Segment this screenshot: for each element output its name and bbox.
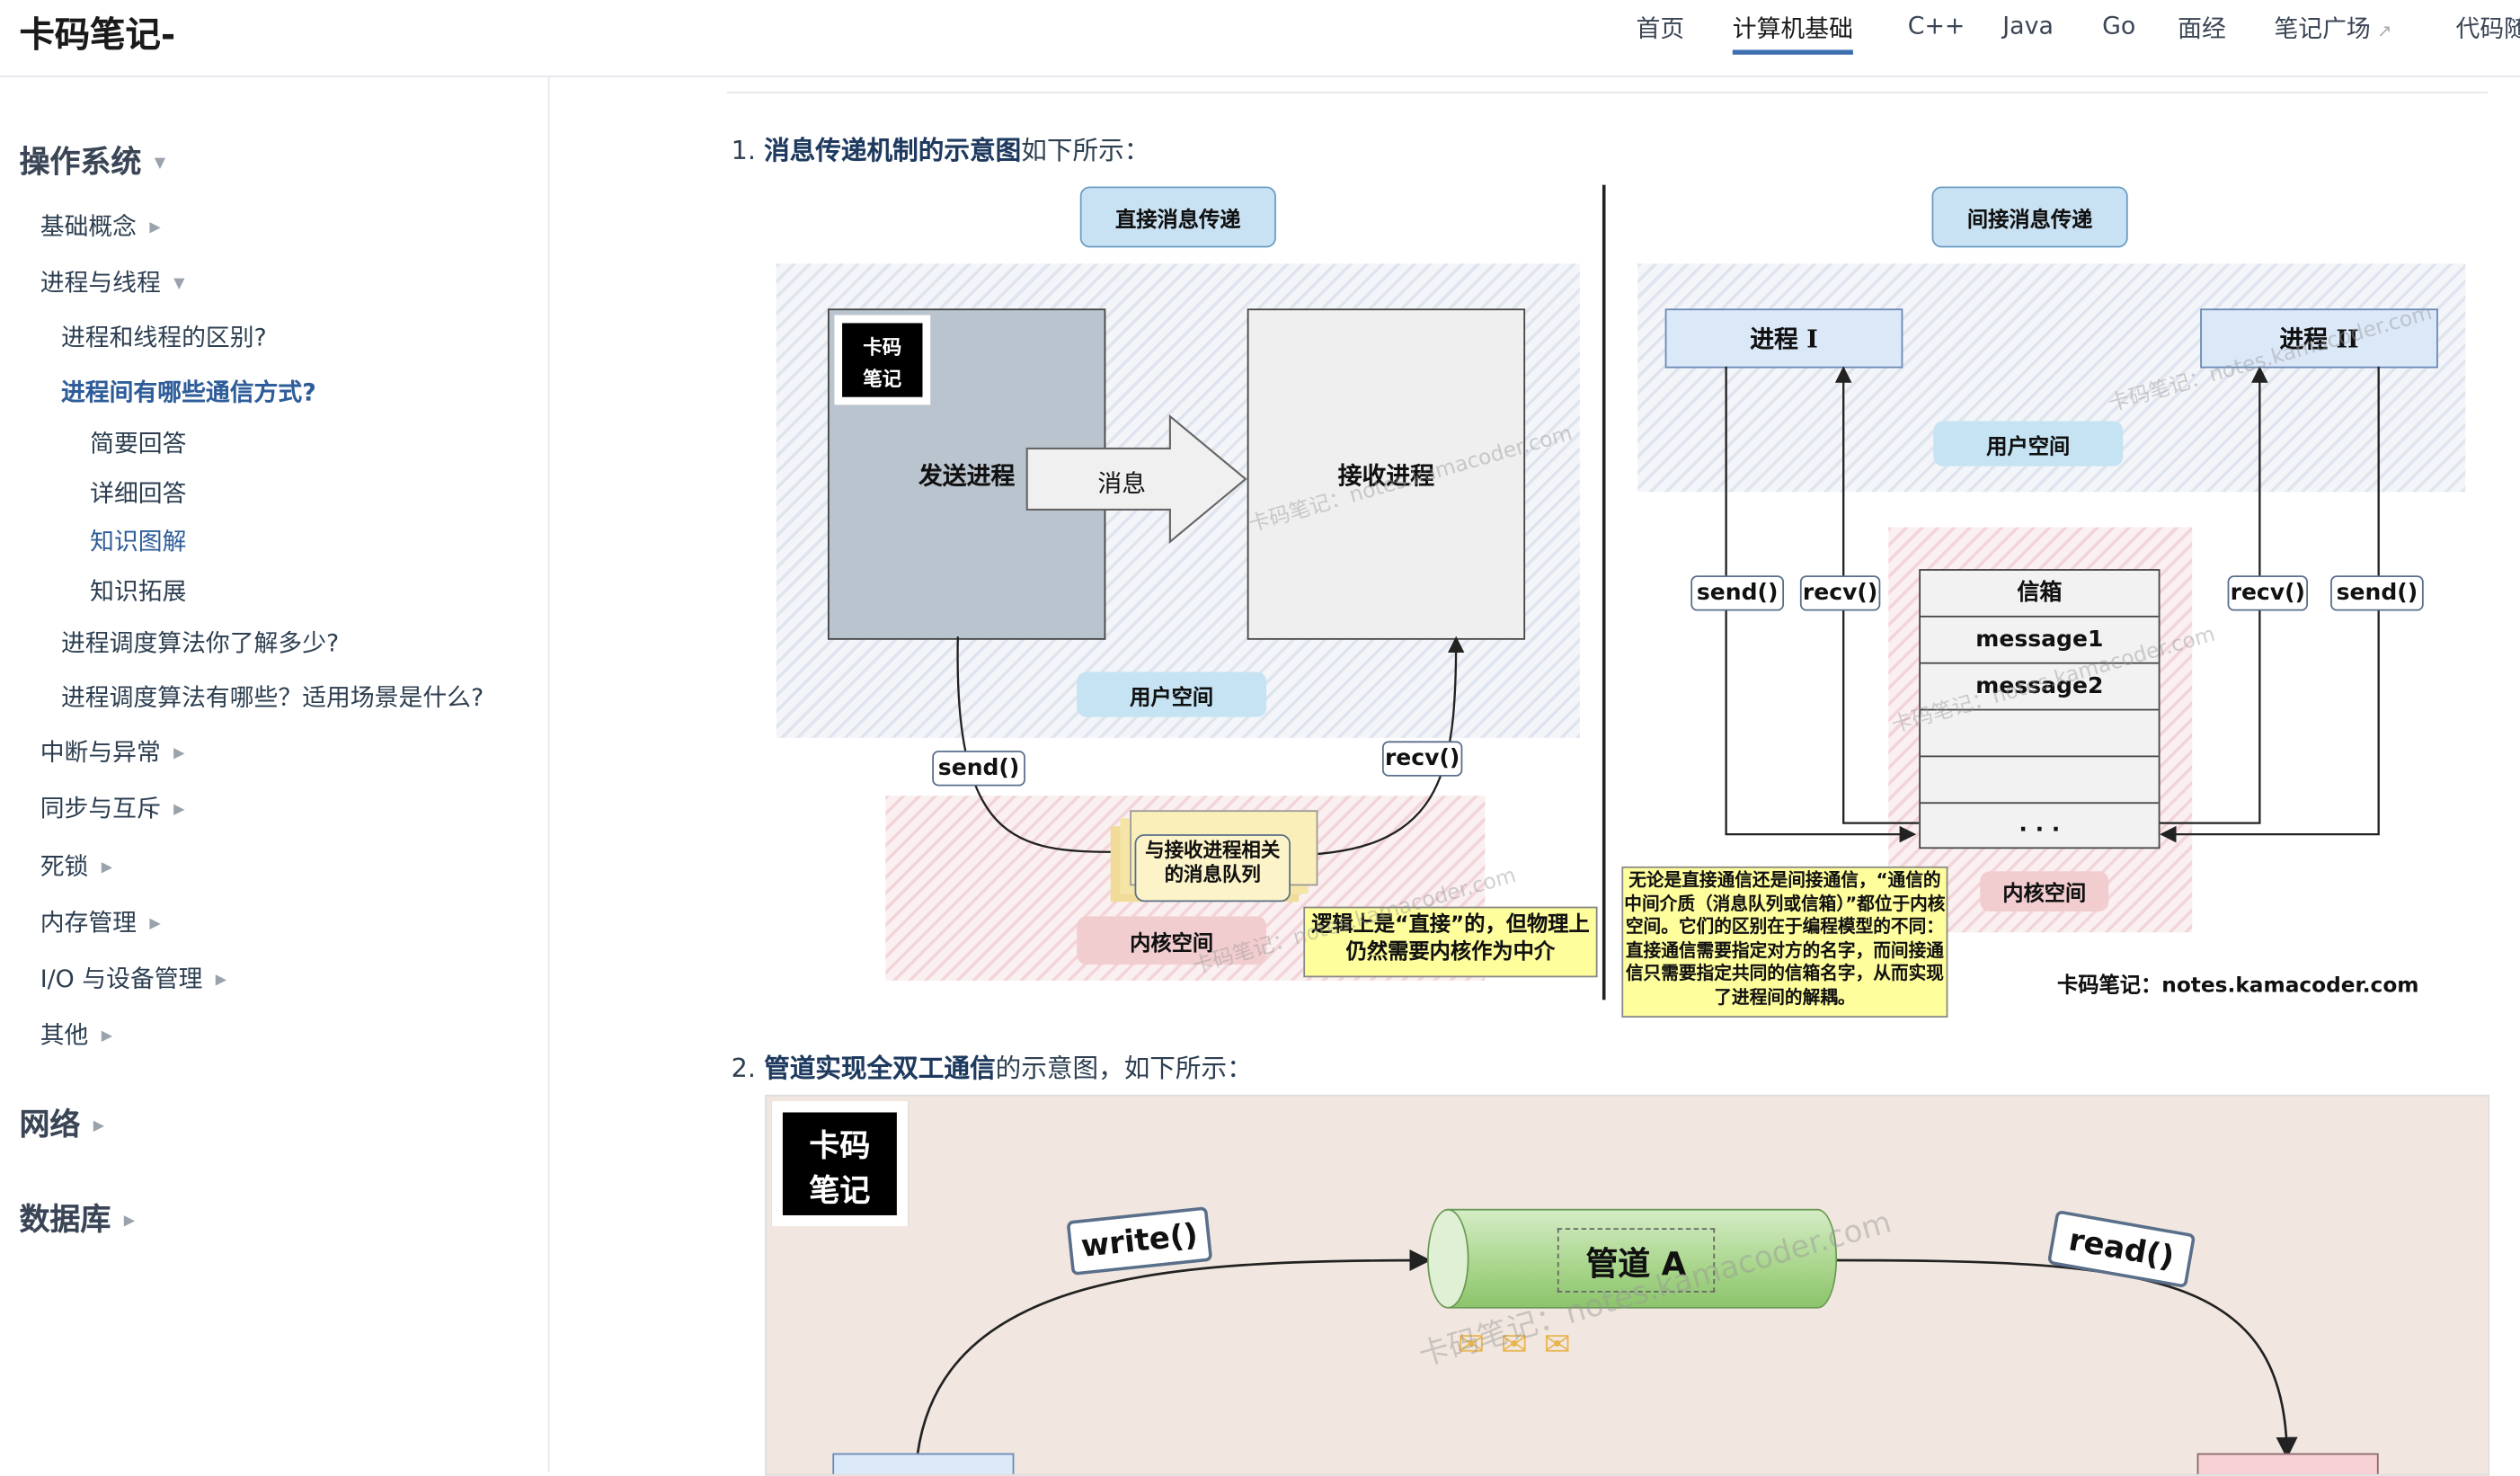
- nav-notes-square[interactable]: 笔记广场↗: [2274, 12, 2391, 46]
- kama-logo: 卡码笔记: [834, 315, 931, 405]
- message-queue: 与接收进程相关的消息队列: [1134, 834, 1291, 902]
- recv-call-2: recv(): [2227, 575, 2308, 611]
- mailbox-more: . . .: [2019, 812, 2061, 838]
- label: 接收进程: [1337, 460, 1435, 490]
- mailbox-arrows: [1725, 366, 2380, 843]
- label: 死锁: [40, 851, 89, 881]
- recv-call-1: recv(): [1799, 575, 1881, 611]
- mailbox-message-1: message1: [1921, 618, 2159, 664]
- pipe-end: [1427, 1208, 1469, 1309]
- pipe-label: 管道 A: [1557, 1228, 1716, 1293]
- chevron-right-icon: ▶: [149, 915, 161, 932]
- pipe-diagram: 卡码笔记 管道 A write() read() ✉✉✉ 卡码笔记：notes.…: [765, 1094, 2490, 1476]
- sidebar-deadlock[interactable]: 死锁 ▶: [40, 849, 112, 883]
- chevron-down-icon: ▼: [154, 155, 166, 172]
- nav-java[interactable]: Java: [2002, 11, 2054, 40]
- heading-2: 2. 管道实现全双工通信的示意图，如下所示：: [731, 1053, 1253, 1084]
- mailbox: 信箱 message1 message2 . . .: [1919, 569, 2161, 849]
- sidebar-database[interactable]: 数据库 ▶: [19, 1196, 135, 1239]
- chevron-right-icon: ▶: [123, 1213, 136, 1230]
- chevron-right-icon: ▶: [93, 1117, 105, 1134]
- mailbox-title: 信箱: [1921, 571, 2159, 618]
- vertical-divider: [1602, 184, 1606, 1000]
- sidebar-memory[interactable]: 内存管理 ▶: [40, 905, 161, 939]
- sidebar-sync[interactable]: 同步与互斥 ▶: [40, 791, 185, 825]
- kernel-space-label-2: 内核空间: [1980, 871, 2109, 911]
- chevron-right-icon: ▶: [173, 801, 185, 818]
- sidebar-p3[interactable]: 进程调度算法你了解多少?: [60, 628, 340, 658]
- sidebar-os[interactable]: 操作系统 ▼: [19, 138, 165, 182]
- label: 进程与线程: [40, 268, 161, 298]
- receiver-process: 接收进程: [1247, 308, 1526, 640]
- nav-interviews[interactable]: 面经: [2178, 14, 2226, 44]
- label: 数据库: [19, 1202, 111, 1238]
- nav-home[interactable]: 首页: [1636, 14, 1685, 44]
- chevron-right-icon: ▶: [173, 744, 185, 761]
- label: 内存管理: [40, 908, 138, 938]
- sidebar-s1[interactable]: 简要回答: [90, 429, 187, 458]
- sidebar-s2[interactable]: 详细回答: [90, 478, 187, 509]
- user-space-label-2: 用户空间: [1933, 421, 2124, 467]
- label: 网络: [19, 1107, 81, 1143]
- sidebar-s3[interactable]: 知识图解: [90, 527, 187, 556]
- message-arrow: [1025, 413, 1247, 544]
- external-link-icon: ↗: [2376, 21, 2392, 42]
- divider: [726, 91, 2489, 93]
- message-label: 消息: [1097, 469, 1147, 499]
- envelope-icons: ✉✉✉: [1457, 1324, 1587, 1364]
- sidebar-interrupt[interactable]: 中断与异常 ▶: [40, 734, 185, 769]
- top-header: 卡码笔记- 首页 计算机基础 C++ Java Go 面经 笔记广场↗ 代码随: [0, 0, 2520, 77]
- mailbox-message-2: message2: [1921, 664, 2159, 711]
- nav-code[interactable]: 代码随: [2455, 14, 2520, 44]
- nav-cs-basics[interactable]: 计算机基础: [1732, 12, 1853, 55]
- heading-1: 1. 消息传递机制的示意图如下所示：: [731, 135, 1150, 166]
- send-call-1: send(): [1690, 575, 1785, 611]
- message-passing-diagram: 直接消息传递 发送进程 卡码笔记 接收进程 消息 用户空间 send() rec…: [768, 180, 2472, 1024]
- indirect-title: 间接消息传递: [1931, 186, 2128, 248]
- sidebar-process[interactable]: 进程与线程 ▼: [40, 265, 185, 299]
- label: 同步与互斥: [40, 794, 161, 823]
- nav-notes-square-label: 笔记广场: [2274, 14, 2371, 44]
- sidebar-p1[interactable]: 进程和线程的区别?: [60, 323, 267, 352]
- chevron-down-icon: ▼: [173, 275, 185, 292]
- sidebar: 操作系统 ▼ 基础概念 ▶ 进程与线程 ▼ 进程和线程的区别? 进程间有哪些通信方式?…: [0, 76, 550, 1473]
- chevron-right-icon: ▶: [215, 972, 227, 988]
- reader-process: [2196, 1453, 2379, 1474]
- sidebar-network[interactable]: 网络 ▶: [19, 1101, 104, 1144]
- label: 中断与异常: [40, 737, 161, 768]
- site-logo[interactable]: 卡码笔记-: [19, 15, 176, 57]
- nav-go[interactable]: Go: [2102, 11, 2136, 40]
- recv-call: recv(): [1381, 741, 1463, 777]
- summary-note: 无论是直接通信还是间接通信，“通信的中间介质（消息队列或信箱）”都位于内核空间。…: [1621, 866, 1948, 1018]
- sidebar-p4[interactable]: 进程调度算法有哪些？适用场景是什么?: [60, 683, 484, 713]
- chevron-right-icon: ▶: [101, 858, 113, 876]
- kama-logo: 卡码笔记: [771, 1100, 909, 1227]
- user-space-label: 用户空间: [1077, 671, 1267, 717]
- direct-note: 逻辑上是“直接”的，但物理上仍然需要内核作为中介: [1303, 906, 1598, 978]
- sidebar-other[interactable]: 其他 ▶: [40, 1018, 112, 1052]
- send-recv-curves: [956, 636, 1465, 861]
- sidebar-io[interactable]: I/O 与设备管理 ▶: [40, 961, 226, 995]
- chevron-right-icon: ▶: [149, 219, 161, 236]
- label: 发送进程: [918, 460, 1016, 490]
- direct-title: 直接消息传递: [1079, 186, 1276, 248]
- pipe-arrows: [916, 1249, 2298, 1459]
- send-call-2: send(): [2330, 575, 2424, 611]
- label: 操作系统: [19, 144, 142, 181]
- label: 基础概念: [40, 212, 138, 242]
- sidebar-p2-active[interactable]: 进程间有哪些通信方式?: [60, 378, 316, 407]
- chevron-right-icon: ▶: [101, 1027, 113, 1045]
- label: 其他: [40, 1020, 89, 1050]
- label: I/O 与设备管理: [40, 964, 203, 994]
- credit: 卡码笔记：notes.kamacoder.com: [2057, 974, 2419, 999]
- writer-process: [832, 1453, 1015, 1474]
- sidebar-basic[interactable]: 基础概念 ▶: [40, 209, 161, 243]
- process-2: 进程 II: [2200, 308, 2438, 369]
- process-1: 进程 I: [1664, 308, 1903, 369]
- sidebar-s4[interactable]: 知识拓展: [90, 576, 187, 607]
- send-call: send(): [932, 751, 1025, 787]
- nav-cpp[interactable]: C++: [1907, 11, 1965, 40]
- kernel-space-label: 内核空间: [1077, 916, 1267, 965]
